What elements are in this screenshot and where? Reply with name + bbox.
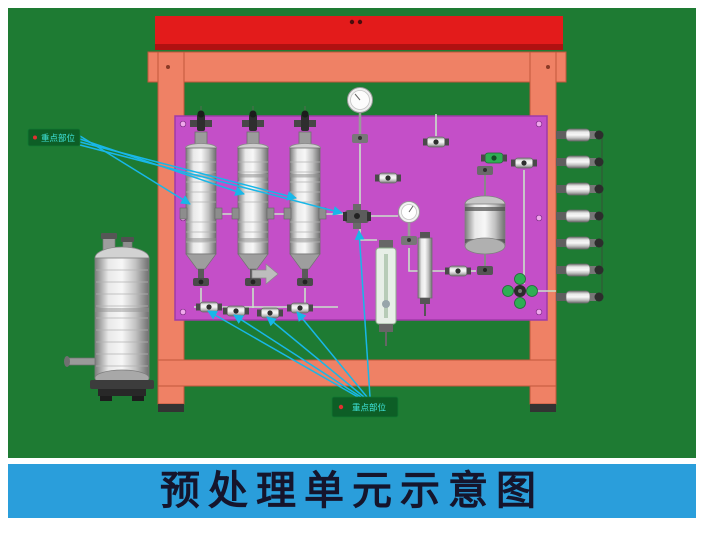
tee-valve-block [343, 204, 371, 229]
manifold-port [556, 182, 604, 196]
equipment-diagram: 重点部位 重点部位 [8, 8, 696, 458]
panel-screw [179, 120, 187, 128]
outlet-manifold [556, 128, 604, 304]
buffer-tank [464, 166, 506, 275]
panel-screw [179, 308, 187, 316]
frame-top-beam [147, 51, 567, 83]
manifold-port [556, 155, 604, 169]
callout-arrows-top [79, 135, 343, 216]
manifold-port [556, 128, 604, 142]
frame-left-foot [158, 404, 184, 412]
panel-screw [535, 214, 543, 222]
green-valve-fitting [481, 152, 507, 164]
filter-column-1 [179, 106, 223, 286]
key-part-label-bottom: 重点部位 [331, 396, 399, 418]
slim-cylinder [417, 232, 433, 316]
valve-fitting [196, 301, 222, 313]
diagram-figure: 重点部位 重点部位 [8, 8, 696, 458]
gauge-needle [354, 93, 361, 101]
manifold-port [556, 209, 604, 223]
caption-title: 预处理单元示意图 [160, 469, 544, 513]
red-top-beam [155, 16, 563, 50]
valve-fitting [287, 302, 313, 314]
valve-fitting [257, 307, 283, 319]
label-bullet [33, 135, 37, 140]
valve-fitting [423, 136, 449, 148]
pressure-gauge-middle [398, 201, 420, 245]
valve-fitting [375, 172, 401, 184]
key-part-label-top: 重点部位 [27, 128, 81, 147]
flow-direction-arrow [251, 263, 279, 285]
frame-right-foot [530, 404, 556, 412]
manifold-port [556, 236, 604, 250]
label-bullet [338, 404, 344, 410]
filter-column-3 [283, 106, 327, 286]
key-part-label-top-text: 重点部位 [41, 133, 76, 143]
manifold-port [556, 290, 604, 304]
tank-side-pipe [66, 357, 96, 366]
panel-screw [535, 308, 543, 316]
storage-tank [64, 233, 154, 401]
frame-bottom-beam [157, 359, 557, 387]
flow-meter-float [382, 300, 390, 308]
gauge-needle [408, 205, 414, 213]
caption-banner: 预处理单元示意图 [8, 464, 696, 518]
pressure-gauge-top [347, 87, 373, 143]
valve-fitting [223, 305, 249, 317]
filter-column-2 [231, 106, 275, 286]
callout-arrows-bottom [207, 230, 371, 398]
valve-fitting [445, 265, 471, 277]
key-part-label-bottom-text: 重点部位 [352, 403, 387, 413]
beam-bolt [349, 19, 355, 25]
valve-fitting [511, 157, 537, 169]
flow-meter [375, 240, 397, 346]
beam-bolt [357, 19, 363, 25]
panel-screw [535, 120, 543, 128]
manifold-port [556, 263, 604, 277]
green-cross-valve [502, 273, 538, 309]
